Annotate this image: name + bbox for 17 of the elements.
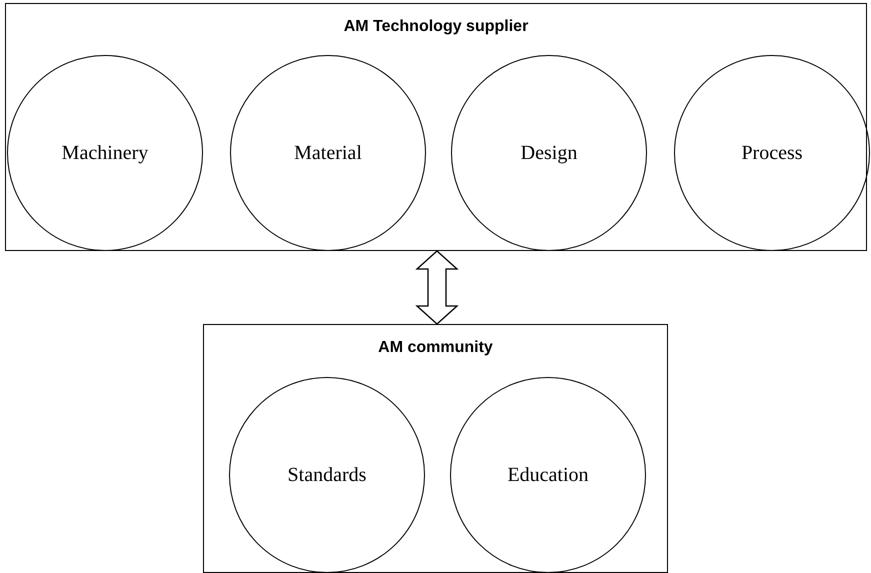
circle-node [450, 377, 646, 573]
node-label: Education [507, 464, 589, 486]
group-title: AM Technology supplier [342, 18, 530, 36]
node-label: Design [520, 142, 578, 164]
circle-node [674, 55, 870, 251]
double-block-arrow [415, 250, 459, 325]
circle-node [229, 377, 425, 573]
group-box [5, 3, 867, 251]
circle-node [230, 55, 426, 251]
circle-node [7, 55, 203, 251]
node-label: Standards [288, 464, 366, 486]
group-box [203, 324, 668, 573]
circle-node [451, 55, 647, 251]
node-label: Process [741, 142, 803, 164]
node-label: Machinery [62, 142, 148, 164]
node-label: Material [294, 142, 362, 164]
group-title: AM community [377, 339, 494, 357]
